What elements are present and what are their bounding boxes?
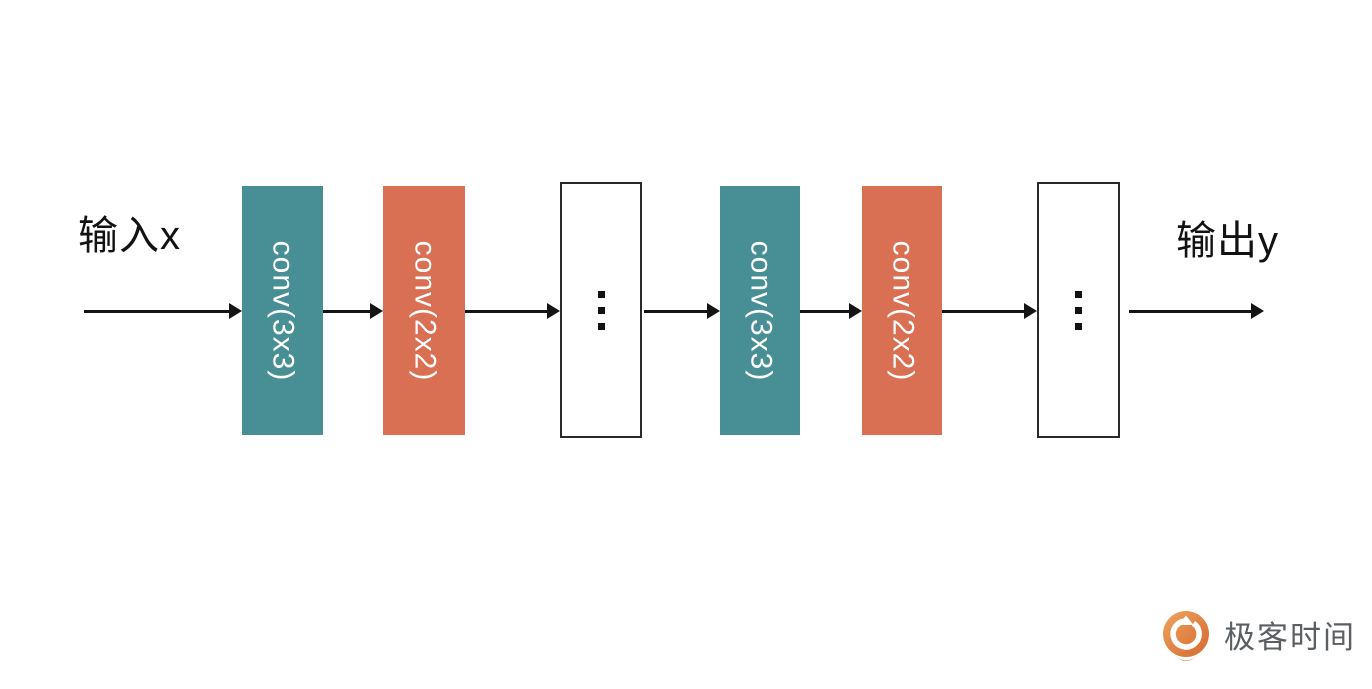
geektime-logo: 极客时间 [1158, 610, 1356, 666]
arrow-head-icon [229, 303, 242, 319]
input-label: 输入x [78, 214, 181, 258]
conv-layer-label: conv(2x2) [408, 240, 441, 381]
conv2x2-box-1: conv(2x2) [383, 186, 465, 435]
hidden-layers-box-1 [560, 182, 642, 438]
arrow-shaft [800, 309, 850, 313]
arrow-shaft [84, 309, 230, 313]
geektime-logo-icon [1163, 611, 1209, 661]
conv-layer-label: conv(3x3) [266, 240, 300, 381]
arrow-head-icon [370, 303, 383, 319]
vertical-ellipsis-icon [597, 290, 605, 330]
arrow-shaft [323, 309, 371, 313]
conv3x3-box-1: conv(3x3) [242, 186, 323, 435]
arrow-head-icon [1251, 303, 1264, 319]
vertical-ellipsis-icon [1075, 290, 1082, 330]
output-label: 输出y [1176, 219, 1279, 263]
arrow-shaft [465, 309, 548, 313]
geektime-logo-text: 极客时间 [1224, 620, 1356, 655]
arrow-shaft [644, 309, 708, 313]
conv2x2-box-2: conv(2x2) [862, 186, 942, 435]
arrow-head-icon [547, 303, 560, 319]
conv-layer-label: conv(3x3) [744, 240, 777, 381]
conv-layer-label: conv(2x2) [886, 240, 919, 381]
hidden-layers-box-2 [1037, 182, 1120, 438]
arrow-head-icon [1024, 303, 1037, 319]
arrow-shaft [1129, 309, 1252, 313]
arrow-head-icon [849, 303, 862, 319]
arrow-shaft [942, 309, 1025, 313]
arrow-head-icon [707, 303, 720, 319]
conv3x3-box-2: conv(3x3) [720, 186, 800, 435]
